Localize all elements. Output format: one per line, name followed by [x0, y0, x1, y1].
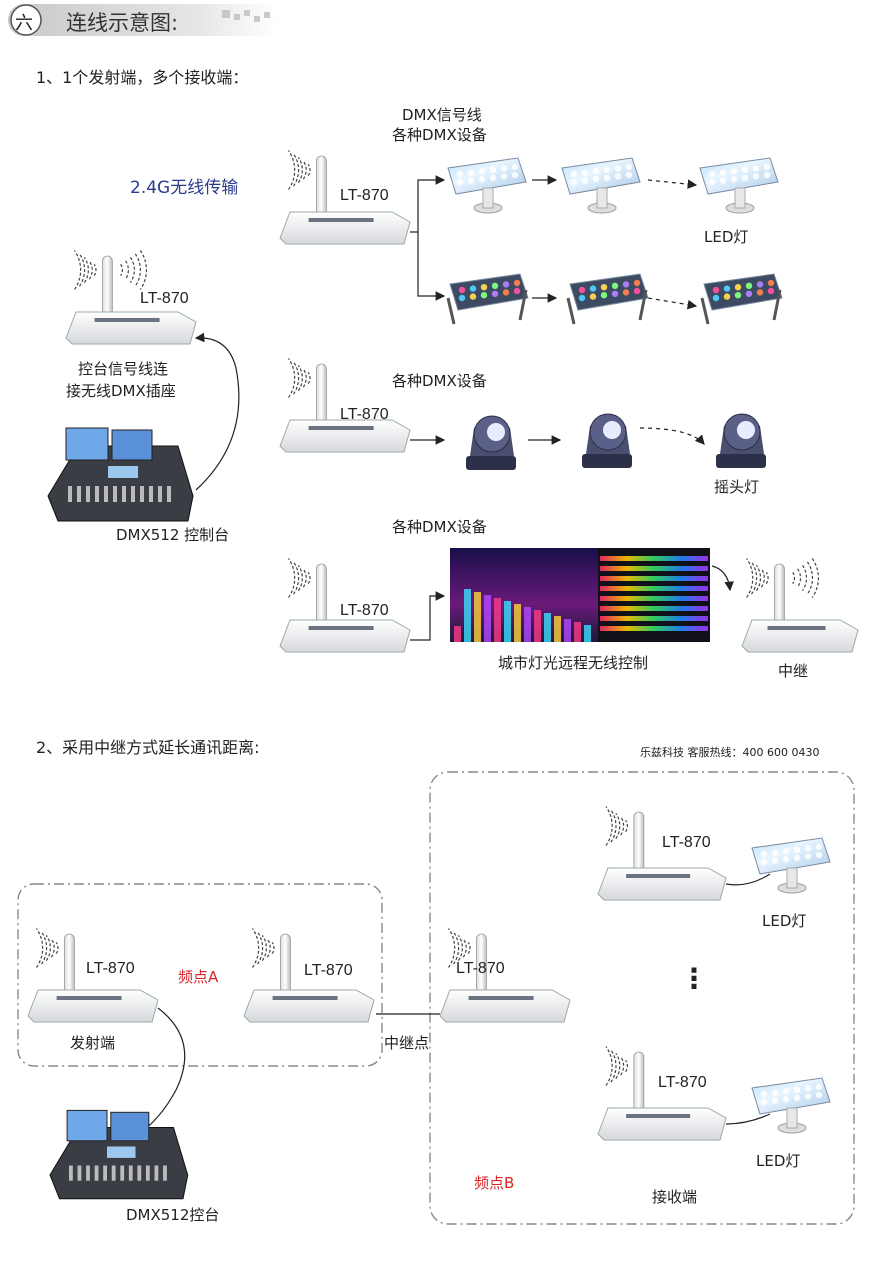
- more-devices-ellipsis: ⋮: [680, 962, 708, 995]
- city-label: 城市灯光远程无线控制: [498, 654, 649, 672]
- wireless-label: 2.4G无线传输: [130, 178, 239, 198]
- model-label: LT-870: [662, 834, 711, 851]
- model-label: LT-870: [456, 960, 505, 977]
- section1-connectors: [194, 175, 734, 641]
- wireless-signal-icon: [288, 558, 311, 598]
- wireless-signal-icon: [605, 806, 628, 846]
- controller-label: DMX512控台: [126, 1206, 220, 1224]
- wireless-signal-icon: [288, 150, 311, 190]
- wireless-signal-icon: [74, 250, 97, 290]
- led-flood-light-icon: [751, 837, 831, 894]
- led-flood-light-icon: [446, 273, 529, 325]
- wireless-signal-icon: [36, 928, 59, 968]
- moving-head-label: 摇头灯: [714, 478, 760, 496]
- lt870-device-icon: [65, 255, 197, 345]
- wireless-signal-icon: [252, 928, 275, 968]
- section2-heading: 2、采用中继方式延长通讯距离:: [36, 738, 260, 757]
- relay-point-label: 中继点: [384, 1034, 430, 1052]
- lt870-device-icon: [27, 933, 159, 1023]
- dmx-console-icon: [47, 427, 194, 522]
- wireless-signal-icon: [605, 1046, 628, 1086]
- model-label: LT-870: [658, 1074, 707, 1091]
- row2-label: 各种DMX设备: [392, 372, 487, 390]
- lt870-device-icon: [279, 563, 411, 653]
- lt870-device-icon: [597, 811, 727, 901]
- led-flood-light-icon: [447, 157, 527, 214]
- header-bar: [8, 4, 278, 36]
- header-number-badge: [10, 4, 42, 36]
- moving-head-light-icon: [716, 413, 766, 468]
- wireless-signal-icon: [120, 250, 147, 290]
- dmx-console-icon: [49, 1109, 189, 1200]
- frequency-b-box: [429, 771, 855, 1225]
- relay-label: 中继: [778, 662, 809, 680]
- wireless-signal-icon: [746, 558, 769, 598]
- frequency-b-label: 频点B: [474, 1174, 515, 1192]
- led-label: LED灯: [762, 912, 807, 930]
- lt870-device-icon: [439, 933, 571, 1023]
- led-flood-light-icon: [751, 1077, 831, 1134]
- dmx-devices-label: 各种DMX设备: [392, 126, 487, 144]
- moving-head-light-icon: [466, 415, 516, 470]
- lt870-device-icon: [279, 363, 411, 453]
- section2-connectors: [135, 873, 771, 1137]
- led-label: LED灯: [756, 1152, 801, 1170]
- lt870-device-icon: [597, 1051, 727, 1141]
- model-label: LT-870: [140, 290, 189, 307]
- row3-label: 各种DMX设备: [392, 518, 487, 536]
- led-flood-light-icon: [700, 273, 783, 325]
- model-label: LT-870: [340, 602, 389, 619]
- lt870-device-icon: [741, 563, 859, 653]
- header-deco: [222, 10, 270, 22]
- moving-head-light-icon: [582, 413, 632, 468]
- controller-caption: 控台信号线连: [78, 360, 169, 378]
- controller-caption: 接无线DMX插座: [66, 382, 176, 400]
- lt870-device-icon: [243, 933, 375, 1023]
- section-title: 连线示意图:: [66, 11, 179, 35]
- receiver-label: 接收端: [652, 1188, 698, 1206]
- wireless-signal-icon: [288, 358, 311, 398]
- frequency-a-box: [17, 883, 383, 1067]
- wireless-signal-icon: [448, 928, 471, 968]
- frequency-a-label: 频点A: [178, 968, 219, 986]
- led-flood-light-icon: [561, 157, 641, 214]
- model-label: LT-870: [86, 960, 135, 977]
- model-label: LT-870: [340, 187, 389, 204]
- led-flood-light-icon: [566, 273, 649, 325]
- header-number: 六: [15, 13, 33, 34]
- led-flood-light-icon: [699, 157, 779, 214]
- led-label: LED灯: [704, 228, 749, 246]
- transmitter-label: 发射端: [70, 1034, 116, 1052]
- wireless-signal-icon: [792, 558, 819, 598]
- model-label: LT-870: [340, 406, 389, 423]
- hotline: 乐兹科技 客服热线：400 600 0430: [640, 746, 820, 759]
- signal-line-label: DMX信号线: [402, 106, 482, 124]
- model-label: LT-870: [304, 962, 353, 979]
- controller-label: DMX512 控制台: [116, 526, 230, 544]
- city-lights-photo: [450, 548, 710, 642]
- lt870-device-icon: [279, 155, 411, 245]
- section1-heading: 1、1个发射端，多个接收端：: [36, 68, 249, 87]
